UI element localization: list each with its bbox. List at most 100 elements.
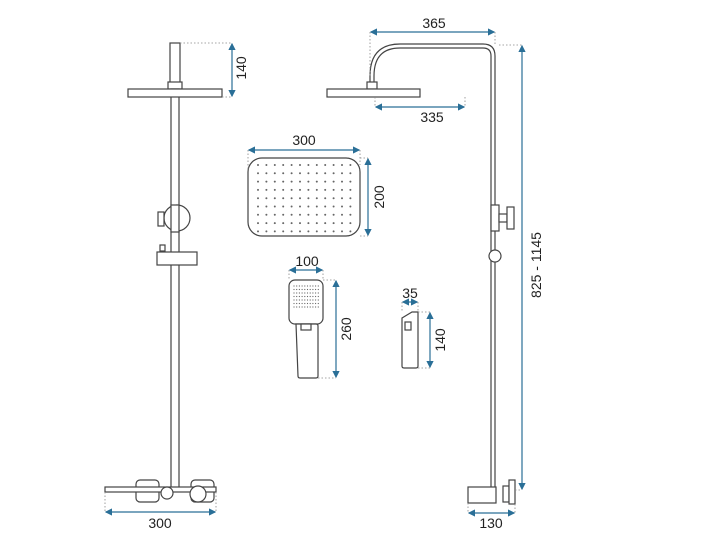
dim-label-base-depth: 130 <box>479 515 503 531</box>
nozzle-dot <box>324 164 327 166</box>
nozzle-dot <box>317 295 319 298</box>
nozzle-dot <box>290 213 293 216</box>
nozzle-dot <box>273 180 276 183</box>
nozzle-dot <box>296 299 298 301</box>
dim-label-holder-height: 140 <box>432 328 448 352</box>
nozzle-dot <box>293 288 295 291</box>
nozzle-dot <box>306 299 309 301</box>
nozzle-dot <box>324 172 327 175</box>
nozzle-dot <box>349 205 352 208</box>
nozzle-dot <box>341 180 343 183</box>
nozzle-dot <box>282 230 285 233</box>
nozzle-dot <box>309 306 311 308</box>
nozzle-dot <box>301 285 303 287</box>
nozzle-dot <box>299 213 301 216</box>
nozzle-dot <box>332 230 335 233</box>
nozzle-dot <box>332 172 335 175</box>
nozzle-dot <box>324 230 327 233</box>
nozzle-dot <box>324 213 327 216</box>
nozzle-dot <box>341 164 343 166</box>
nozzle-dot <box>296 306 298 308</box>
nozzle-dot <box>317 306 319 308</box>
nozzle-dot <box>298 302 300 305</box>
nozzle-dot <box>299 222 301 225</box>
thermostat-knob <box>189 485 207 503</box>
nozzle-dot <box>349 180 352 183</box>
nozzle-dot <box>290 197 293 200</box>
nozzle-dot <box>341 230 343 233</box>
nozzle-dot <box>301 292 303 294</box>
nozzle-dot <box>307 188 310 191</box>
nozzle-dot <box>304 285 306 287</box>
nozzle-dot <box>290 222 293 225</box>
dim-label-head-offset: 335 <box>420 109 444 125</box>
nozzle-dot <box>304 299 306 301</box>
nozzle-dot <box>349 164 352 166</box>
nozzle-dot <box>304 292 306 294</box>
nozzle-dot <box>298 295 300 298</box>
nozzle-dot <box>273 213 276 216</box>
nozzle-dot <box>257 172 259 175</box>
nozzle-dot <box>306 285 309 287</box>
nozzle-dot <box>315 213 318 216</box>
nozzle-dot <box>290 172 293 175</box>
nozzle-dot <box>312 292 314 294</box>
nozzle-dot <box>312 288 314 291</box>
nozzle-dot <box>307 230 310 233</box>
nozzle-dot <box>282 213 285 216</box>
nozzle-dot <box>301 295 303 298</box>
nozzle-dot <box>265 230 268 233</box>
nozzle-dot <box>282 172 285 175</box>
nozzle-dot <box>309 299 311 301</box>
nozzle-dot <box>315 285 317 287</box>
nozzle-dot <box>341 188 343 191</box>
nozzle-dot <box>299 230 301 233</box>
nozzle-dot <box>298 285 300 287</box>
valve-knob <box>506 206 515 230</box>
nozzle-dot <box>324 188 327 191</box>
nozzle-dot <box>273 172 276 175</box>
nozzle-dot <box>332 180 335 183</box>
nozzle-dot <box>315 222 318 225</box>
nozzle-dot <box>299 172 301 175</box>
nozzle-dot <box>306 306 309 308</box>
dim-label-hand-length: 260 <box>338 317 354 341</box>
nozzle-dot <box>298 288 300 291</box>
nozzle-dot <box>315 288 317 291</box>
nozzle-dot <box>282 164 285 166</box>
nozzle-dot <box>265 188 268 191</box>
nozzle-dot <box>299 197 301 200</box>
hand-shower-holder <box>156 251 198 266</box>
nozzle-dot <box>349 213 352 216</box>
rain-head-side <box>326 88 421 98</box>
nozzle-dot <box>299 205 301 208</box>
top-stub <box>169 42 181 86</box>
nozzle-dot <box>324 180 327 183</box>
nozzle-dot <box>301 288 303 291</box>
nozzle-dot <box>307 197 310 200</box>
nozzle-dot <box>282 188 285 191</box>
dim-label-holder-width: 35 <box>402 285 418 301</box>
nozzle-dot <box>296 285 298 287</box>
nozzle-dot <box>324 197 327 200</box>
nozzle-dot <box>293 295 295 298</box>
nozzle-dot <box>290 188 293 191</box>
nozzle-dot <box>324 222 327 225</box>
nozzle-dot <box>315 299 317 301</box>
nozzle-dot <box>304 306 306 308</box>
nozzle-dot <box>312 306 314 308</box>
nozzle-dot <box>306 288 309 291</box>
nozzle-dot <box>315 292 317 294</box>
nozzle-dot <box>315 230 318 233</box>
nozzle-dot <box>257 222 259 225</box>
nozzle-dot <box>315 188 318 191</box>
nozzle-dot <box>315 295 317 298</box>
nozzle-dot <box>332 222 335 225</box>
nozzle-dot <box>312 299 314 301</box>
dim-label-arm-reach: 365 <box>422 15 446 31</box>
thermostat-body <box>467 486 497 504</box>
nozzle-dot <box>341 222 343 225</box>
nozzle-dot <box>273 205 276 208</box>
